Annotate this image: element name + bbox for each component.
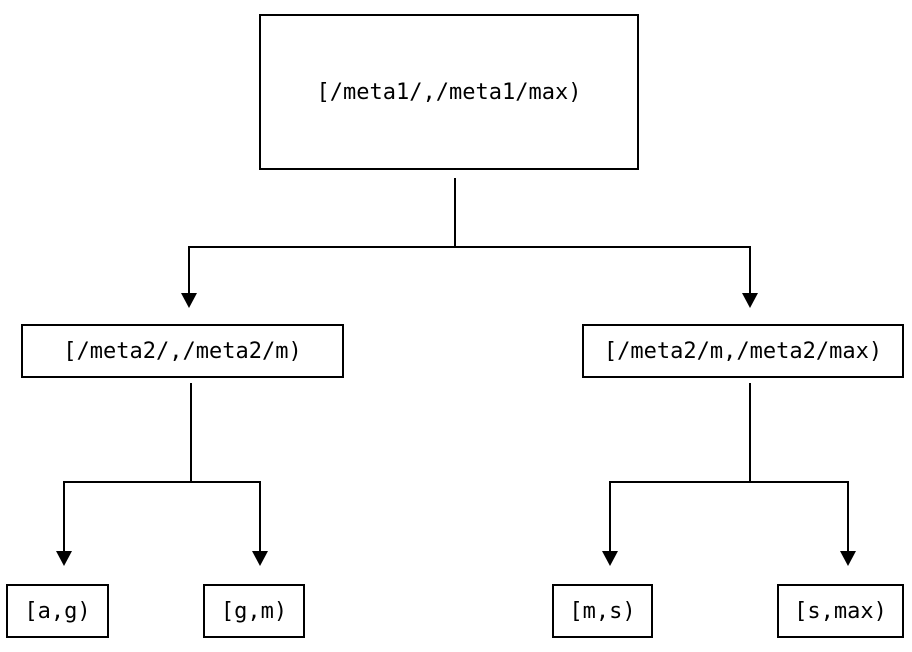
node-root-label: [/meta1/,/meta1/max) — [316, 79, 582, 105]
edge-elbow-right-children — [609, 481, 849, 552]
arrowhead-down-icon — [181, 293, 197, 308]
node-leaf-smax-label: [s,max) — [794, 598, 887, 624]
node-right-mid: [/meta2/m,/meta2/max) — [582, 324, 904, 378]
arrowhead-down-icon — [840, 551, 856, 566]
node-root: [/meta1/,/meta1/max) — [259, 14, 639, 170]
node-left-mid: [/meta2/,/meta2/m) — [21, 324, 344, 378]
node-leaf-ag: [a,g) — [6, 584, 109, 638]
node-right-mid-label: [/meta2/m,/meta2/max) — [603, 338, 883, 364]
edge-elbow-root-children — [188, 246, 751, 294]
arrowhead-down-icon — [602, 551, 618, 566]
node-leaf-ms: [m,s) — [552, 584, 653, 638]
node-leaf-gm-label: [g,m) — [220, 598, 288, 624]
arrowhead-down-icon — [252, 551, 268, 566]
node-leaf-ag-label: [a,g) — [24, 598, 91, 624]
node-left-mid-label: [/meta2/,/meta2/m) — [63, 338, 302, 364]
node-leaf-ms-label: [m,s) — [569, 598, 636, 624]
edge-elbow-left-children — [63, 481, 261, 552]
arrowhead-down-icon — [742, 293, 758, 308]
arrowhead-down-icon — [56, 551, 72, 566]
node-leaf-smax: [s,max) — [777, 584, 904, 638]
node-leaf-gm: [g,m) — [203, 584, 305, 638]
